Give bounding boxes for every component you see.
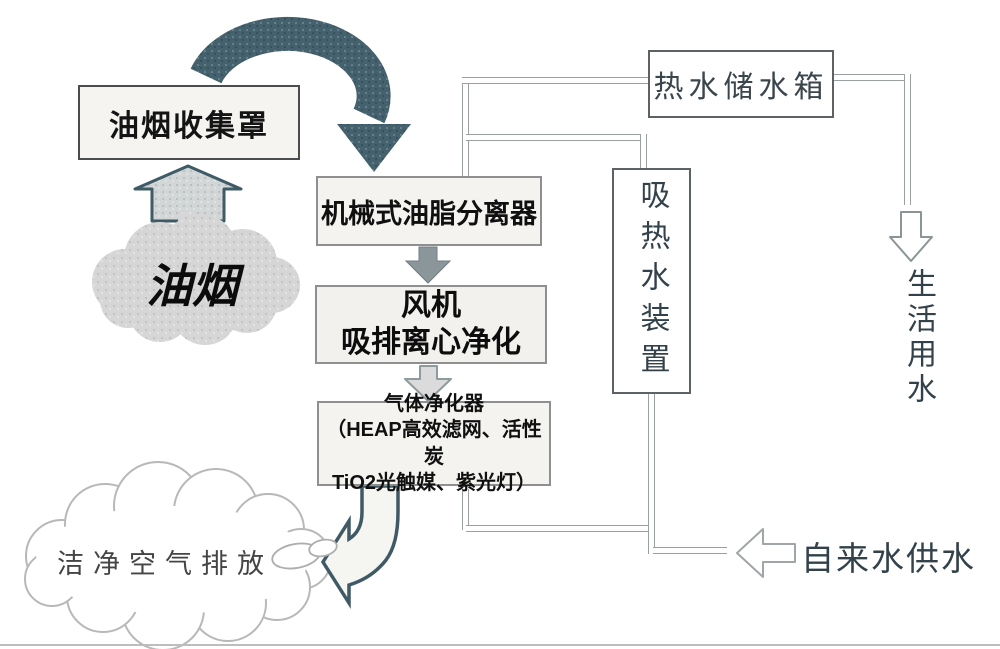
grease-separator-label: 机械式油脂分离器: [321, 198, 537, 229]
hood-box: 油烟收集罩: [78, 85, 300, 160]
fan-box: 风机 吸排离心净化: [315, 285, 547, 364]
gas-purifier-label-line3: TiO2光触媒、紫光灯）: [331, 471, 537, 494]
fan-label-line2: 吸排离心净化: [341, 325, 521, 359]
clean-air-cloud: 洁净空气排放: [24, 461, 332, 649]
grease-separator-box: 机械式油脂分离器: [316, 176, 542, 246]
pipe-bottom-return: [466, 525, 650, 532]
cloud-tail-bubbles: [271, 538, 338, 570]
oil-smoke-label: 油烟: [146, 259, 245, 313]
hot-water-tank-label: 热水储水箱: [653, 71, 829, 104]
pipe-main-riser-bottom: [462, 489, 469, 530]
exhaust-j-arrow-icon: [320, 484, 400, 610]
heat-absorber-label: 吸热水装置: [635, 178, 669, 384]
fan-label-line1: 风机: [401, 288, 461, 322]
clean-air-label: 洁净空气排放: [57, 549, 273, 580]
gas-purifier-label-line2: （HEAP高效滤网、活性炭: [326, 419, 542, 468]
pipe-to-tank: [462, 77, 649, 84]
domestic-water-label: 生活用水: [902, 268, 935, 408]
gas-purifier-box: 气体净化器 （HEAP高效滤网、活性炭 TiO2光触媒、紫光灯）: [317, 393, 551, 494]
pipe-absorber-outlet: [648, 394, 655, 554]
heat-absorber-box: 吸热水装置: [612, 168, 691, 394]
pipe-absorber-inlet: [640, 134, 647, 168]
pipe-to-absorber: [466, 134, 645, 141]
tap-water-label: 自来水供水: [801, 542, 976, 578]
oil-smoke-cloud: 油烟: [92, 211, 300, 345]
smoke-up-arrow-icon: [133, 164, 243, 223]
pipe-tank-outlet: [834, 74, 910, 81]
pipe-tap-inlet: [653, 547, 727, 554]
gas-purifier-label-line1: 气体净化器: [384, 392, 484, 415]
hot-water-tank-box: 热水储水箱: [648, 50, 834, 118]
pipe-right-drop: [904, 74, 911, 205]
hood-label: 油烟收集罩: [109, 109, 269, 143]
tap-water-left-arrow-icon: [736, 528, 796, 578]
step-down-arrow-1-icon: [404, 246, 452, 284]
bottom-edge-line: [0, 644, 1000, 646]
pipe-main-riser-top: [462, 77, 469, 177]
domestic-water-down-arrow-icon: [889, 211, 933, 262]
